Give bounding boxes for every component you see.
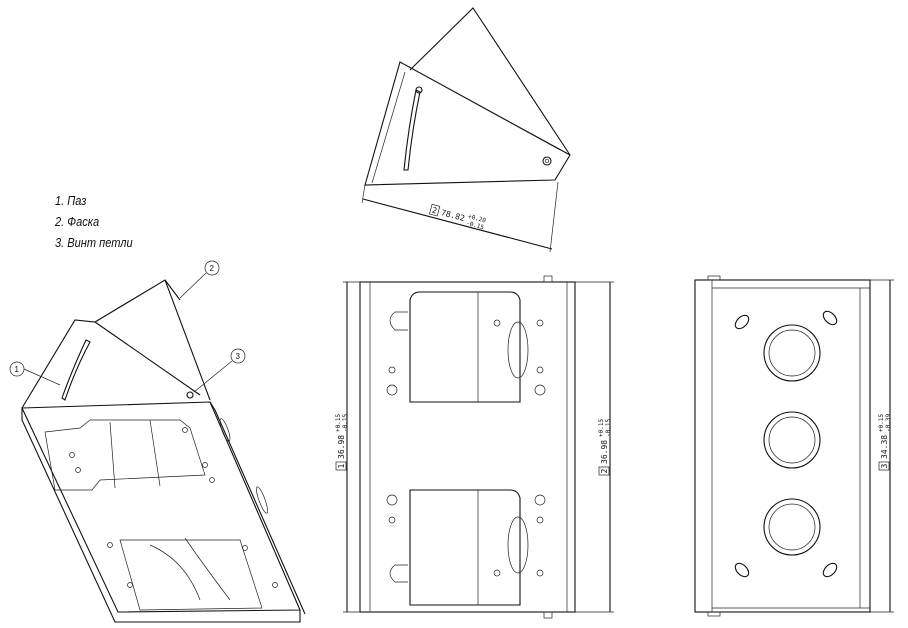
svg-text:2: 2 <box>431 206 438 216</box>
svg-text:36.98: 36.98 <box>600 440 609 464</box>
dimension-front-left: 1 36.98 +0.15 -0.15 <box>335 414 349 471</box>
svg-text:34.38: 34.38 <box>880 435 889 459</box>
dimension-front-right: 2 36.98 +0.15 -0.15 <box>598 419 612 476</box>
front-view: 1 36.98 +0.15 -0.15 2 36.98 +0.15 -0.15 <box>335 275 614 619</box>
svg-text:3: 3 <box>236 352 241 361</box>
dimension-side: 3 34.38 +0.15 -0.39 <box>878 414 892 471</box>
svg-text:3: 3 <box>880 464 889 469</box>
legend: 1. Паз 2. Фаска 3. Винт петли <box>55 190 133 253</box>
legend-item-slot: 1. Паз <box>55 193 87 208</box>
svg-text:-0.15: -0.15 <box>342 414 349 432</box>
top-view: 2 78.82 +0.20 -0.15 <box>361 7 571 253</box>
svg-text:1: 1 <box>337 464 346 469</box>
svg-text:-0.39: -0.39 <box>885 414 892 432</box>
svg-text:+0.15: +0.15 <box>878 414 885 432</box>
svg-text:+0.15: +0.15 <box>335 414 342 432</box>
svg-text:1: 1 <box>15 365 20 374</box>
svg-text:-0.15: -0.15 <box>605 419 612 437</box>
svg-text:-0.15: -0.15 <box>465 220 485 232</box>
legend-item-chamfer: 2. Фаска <box>55 214 100 229</box>
dimension-top: 2 78.82 +0.20 -0.15 <box>429 203 487 231</box>
svg-text:36.98: 36.98 <box>337 435 346 459</box>
svg-text:2: 2 <box>210 264 215 273</box>
svg-text:+0.20: +0.20 <box>467 213 487 225</box>
svg-text:2: 2 <box>600 469 609 474</box>
legend-item-hinge-screw: 3. Винт петли <box>55 235 133 250</box>
svg-text:+0.15: +0.15 <box>598 419 605 437</box>
round-cutouts <box>763 324 821 556</box>
isometric-view: 1 2 3 <box>9 260 306 623</box>
side-view: 3 34.38 +0.15 -0.39 <box>694 275 894 617</box>
